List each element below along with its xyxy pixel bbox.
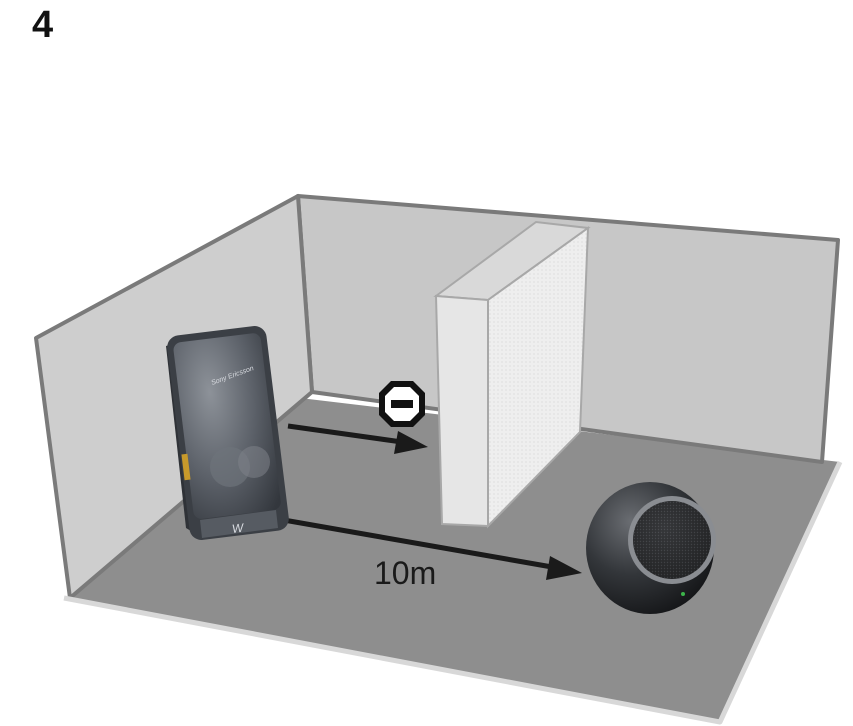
speaker <box>586 482 716 614</box>
step-number: 4 <box>32 4 54 46</box>
phone: W Sony Ericsson <box>166 326 289 540</box>
phone-logo: W <box>231 520 246 535</box>
distance-arrow <box>277 516 582 580</box>
floor-edge <box>63 460 843 725</box>
no-entry-icon <box>379 381 425 427</box>
distance-label: 10m <box>374 555 436 591</box>
partition-wall <box>433 220 591 529</box>
blocked-arrow <box>287 423 428 454</box>
